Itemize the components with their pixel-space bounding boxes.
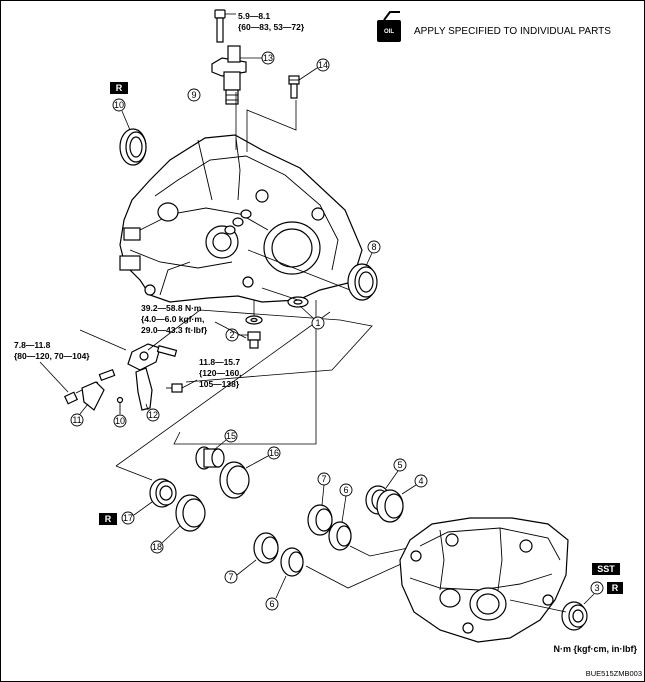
- torque-11-line1: 7.8—11.8: [14, 340, 51, 350]
- callout-7-upper: 7: [317, 472, 331, 486]
- callout-6-lower: 6: [265, 597, 279, 611]
- callout-18: 18: [150, 540, 164, 554]
- oil-seal-3: [561, 601, 588, 631]
- svg-text:R: R: [105, 514, 112, 524]
- svg-text:16: 16: [269, 448, 279, 458]
- oil-seal-17: [149, 478, 177, 508]
- torque-2-line1: 39.2—58.8 N·m: [141, 303, 202, 313]
- svg-text:2: 2: [229, 330, 234, 340]
- units-note: N·m {kgf·cm, in·lbf}: [553, 644, 637, 654]
- svg-text:17: 17: [123, 513, 133, 523]
- replace-badge-3: R: [607, 582, 623, 594]
- svg-text:R: R: [612, 583, 619, 593]
- oil-label: OIL: [384, 29, 394, 35]
- svg-text:18: 18: [152, 542, 162, 552]
- interlock-lever: [81, 381, 105, 411]
- callout-13: 13: [261, 51, 275, 65]
- torque-12-line2: {120—160,: [199, 368, 242, 378]
- callout-4: 4: [414, 474, 428, 488]
- sst-badge: SST: [592, 563, 620, 575]
- bearing-7-lower: [253, 532, 279, 564]
- svg-text:10: 10: [115, 416, 125, 426]
- torque-13-line1: 5.9—8.1: [238, 11, 270, 21]
- svg-text:13: 13: [263, 53, 273, 63]
- spring-pin: [98, 369, 116, 381]
- bearing-race-15: [195, 446, 225, 470]
- callout-5: 5: [393, 458, 407, 472]
- bearing-4: [376, 489, 404, 523]
- svg-text:3: 3: [594, 583, 599, 593]
- svg-text:9: 9: [191, 90, 196, 100]
- bearing-18: [175, 494, 206, 532]
- callout-15: 15: [224, 429, 238, 443]
- svg-text:7: 7: [321, 474, 326, 484]
- callout-14: 14: [316, 58, 330, 72]
- svg-text:1: 1: [315, 318, 320, 328]
- bearing-6-upper: [328, 521, 352, 551]
- callout-6-upper: 6: [339, 483, 353, 497]
- callout-11: 11: [70, 413, 84, 427]
- callout-10-lower: 10: [113, 414, 127, 428]
- sensor-bolt: [214, 9, 226, 43]
- torque-2-line3: 29.0—43.3 ft·lbf}: [141, 325, 208, 335]
- shift-bracket: [127, 343, 178, 371]
- svg-text:7: 7: [228, 572, 233, 582]
- svg-text:R: R: [116, 83, 123, 93]
- replace-badge-upper: R: [110, 82, 128, 94]
- svg-text:10: 10: [114, 100, 124, 110]
- svg-text:4: 4: [418, 476, 423, 486]
- callout-12: 12: [146, 408, 160, 422]
- callout-7-lower: 7: [224, 570, 238, 584]
- svg-text:14: 14: [318, 60, 328, 70]
- svg-text:15: 15: [226, 431, 236, 441]
- callout-8: 8: [367, 240, 381, 254]
- callout-17: 17: [121, 511, 135, 525]
- figure-id: BUE515ZMB003: [586, 669, 642, 678]
- torque-11-line2: {80—120, 70—104}: [14, 351, 90, 361]
- torque-13-line2: {60—83, 53—72}: [238, 22, 305, 32]
- shift-lever-12: [116, 367, 153, 414]
- transaxle-case: [399, 517, 569, 643]
- clutch-housing: [119, 134, 363, 303]
- torque-2-line2: {4.0—6.0 kgf·m,: [141, 314, 204, 324]
- oil-seal-10: [119, 128, 147, 166]
- legend-text: APPLY SPECIFIED TO INDIVIDUAL PARTS: [414, 26, 611, 37]
- oil-seal-8: [347, 263, 378, 301]
- callout-10-upper: 10: [112, 98, 126, 112]
- callout-9: 9: [187, 88, 201, 102]
- vehicle-speed-sensor: [211, 45, 247, 105]
- callout-3: 3: [590, 581, 604, 595]
- drain-plug-2: [245, 315, 263, 349]
- svg-text:8: 8: [371, 242, 376, 252]
- bolt-12: [166, 383, 183, 393]
- oil-can-icon: OIL: [377, 11, 401, 42]
- washer-1: [287, 296, 309, 308]
- callout-16: 16: [267, 446, 281, 460]
- svg-text:5: 5: [397, 460, 402, 470]
- svg-text:11: 11: [72, 415, 81, 425]
- breather-plug: [288, 75, 300, 99]
- callout-1: 1: [311, 316, 325, 330]
- svg-text:12: 12: [148, 410, 158, 420]
- svg-text:SST: SST: [597, 564, 615, 574]
- replace-badge-17: R: [99, 513, 117, 525]
- svg-text:6: 6: [269, 599, 274, 609]
- bearing-6-lower: [280, 547, 304, 577]
- svg-text:6: 6: [343, 485, 348, 495]
- bearing-7-upper: [307, 504, 333, 536]
- bearing-16: [219, 461, 250, 499]
- torque-12-line3: 105—138}: [199, 379, 240, 389]
- torque-12-line1: 11.8—15.7: [199, 357, 240, 367]
